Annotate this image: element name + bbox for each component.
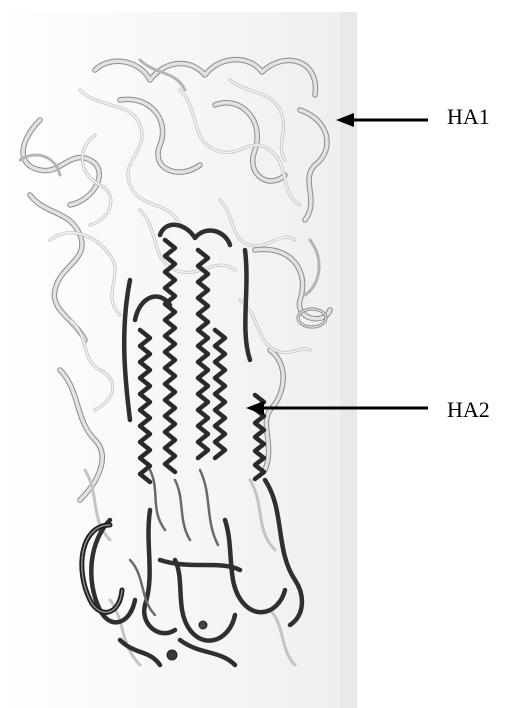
ha1-arrow [336,113,428,127]
ha2-label: HA2 [447,399,490,421]
ha1-label: HA1 [447,106,490,128]
